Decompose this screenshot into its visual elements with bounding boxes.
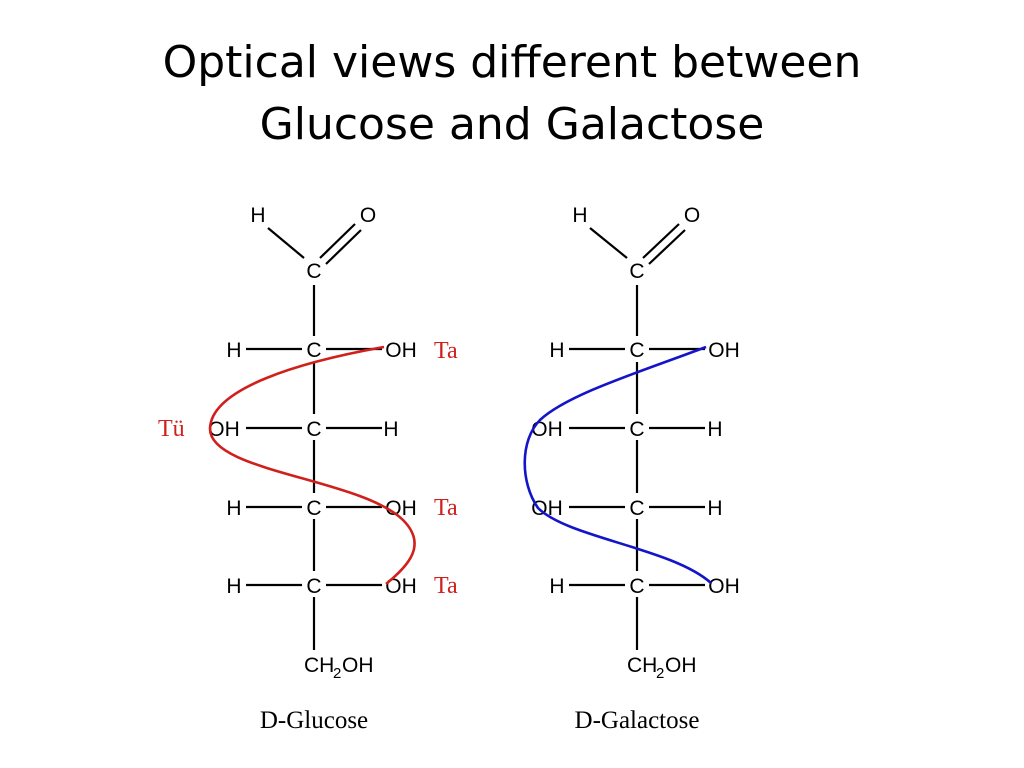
galactose-c-o-double-bond-1	[642, 223, 680, 259]
glucose-ch2oh-oh: OH	[342, 654, 374, 677]
glucose-row4-left: H	[226, 575, 241, 598]
glucose-aldehyde-o: O	[360, 204, 376, 227]
glucose-row2-left: OH	[208, 418, 240, 441]
galactose-ch2oh-oh: OH	[665, 654, 697, 677]
glucose-row3-left: H	[226, 497, 241, 520]
glucose-row4-right: OH	[385, 575, 417, 598]
glucose-tag-row4: Ta	[434, 573, 458, 599]
galactose-row2-right: H	[707, 418, 722, 441]
galactose-ch2oh-ch: CH	[627, 654, 657, 677]
galactose-c4: C	[629, 497, 644, 520]
title-line-1: Optical views different between	[162, 37, 862, 88]
glucose-row2-right: H	[383, 418, 398, 441]
glucose-curve	[208, 345, 416, 586]
glucose-row3-right: OH	[385, 497, 417, 520]
glucose-c-o-double-bond-1	[319, 223, 356, 259]
galactose-c1: C	[629, 260, 644, 283]
glucose-caption: D-Glucose	[260, 707, 368, 734]
galactose-row1-left: H	[549, 339, 564, 362]
galactose-aldehyde-o: O	[684, 204, 700, 227]
glucose-c-o-double-bond-2	[325, 229, 362, 265]
galactose-c3: C	[629, 418, 644, 441]
glucose-c2: C	[306, 339, 321, 362]
galactose-h-c-bond	[589, 227, 628, 259]
galactose-caption: D-Galactose	[575, 707, 700, 734]
glucose-c3: C	[306, 418, 321, 441]
glucose-ch2oh-ch: CH	[304, 654, 334, 677]
galactose-c2: C	[629, 339, 644, 362]
galactose-row1-right: OH	[708, 339, 740, 362]
glucose-row1-right: OH	[385, 339, 417, 362]
galactose-row4-right: OH	[708, 575, 740, 598]
glucose-tag-row1: Ta	[434, 338, 458, 364]
glucose-row1-left: H	[226, 339, 241, 362]
galactose-aldehyde-h: H	[572, 204, 587, 227]
glucose-aldehyde-h: H	[250, 204, 265, 227]
glucose-c1: C	[306, 260, 321, 283]
galactose-row3-right: H	[707, 497, 722, 520]
galactose-curve	[523, 345, 712, 584]
glucose-c4: C	[306, 497, 321, 520]
slide-title: Optical views different between Glucose …	[0, 32, 1024, 156]
galactose-ch2oh-subscript: 2	[656, 665, 664, 682]
glucose-c5: C	[306, 575, 321, 598]
galactose-c5: C	[629, 575, 644, 598]
glucose-tag-row3: Ta	[434, 495, 458, 521]
galactose-row3-left: OH	[531, 497, 563, 520]
glucose-ch2oh-subscript: 2	[333, 665, 341, 682]
galactose-row4-left: H	[549, 575, 564, 598]
glucose-tag-row2: Tü	[158, 416, 185, 442]
d-galactose-structure: H O C H C OH OH C H OH C H H C OH	[523, 204, 740, 734]
d-glucose-structure: H O C H C OH OH C H H C OH H C OH	[158, 204, 458, 734]
glucose-h-c-bond	[267, 227, 305, 259]
galactose-row2-left: OH	[531, 418, 563, 441]
galactose-c-o-double-bond-2	[648, 229, 686, 265]
title-line-2: Glucose and Galactose	[259, 99, 765, 150]
